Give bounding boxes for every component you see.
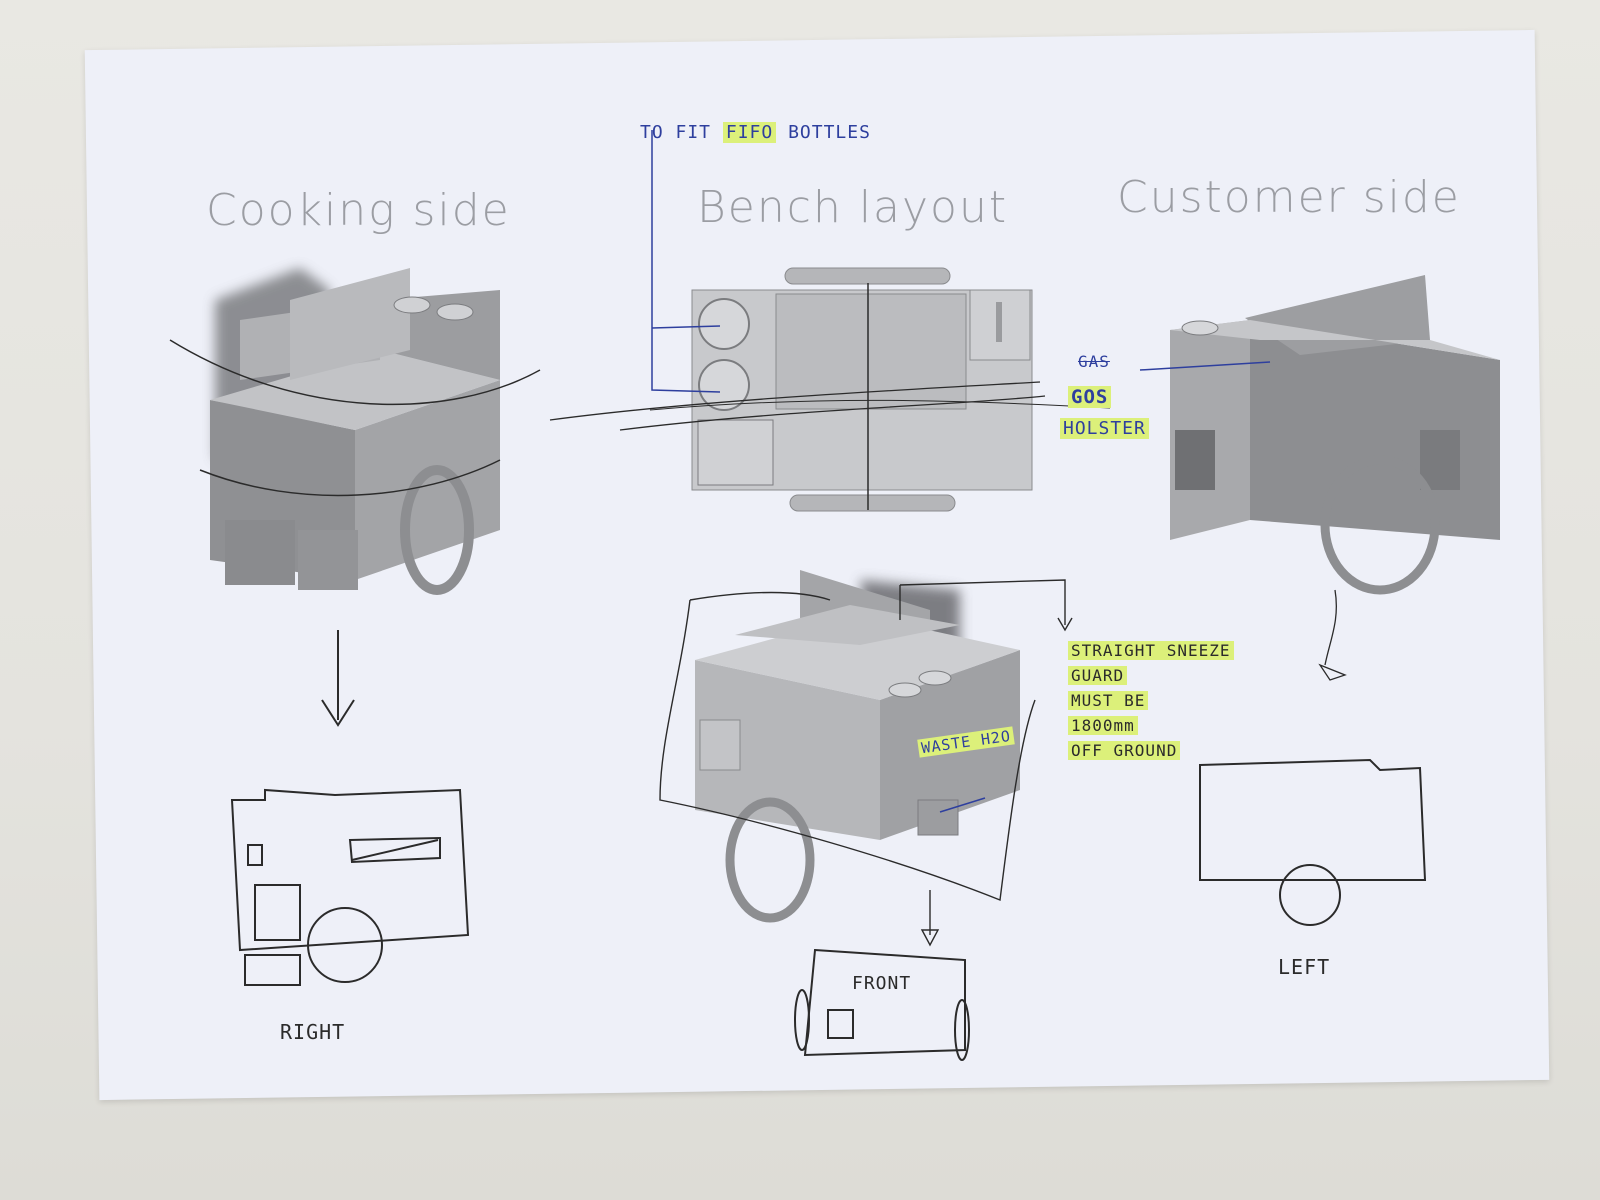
annotation-sneeze-guard: STRAIGHT SNEEZE GUARD MUST BE 1800mm OFF… [1068,638,1234,763]
sneeze-guard-line-3: MUST BE [1068,691,1149,710]
fit-bottles-prefix: TO FIT [640,122,712,143]
title-customer-side: Customer side [1117,172,1461,223]
fit-bottles-suffix: BOTTLES [788,122,871,143]
front-view-sketch [794,948,970,1061]
label-front-view: FRONT [852,973,912,994]
label-right-view: RIGHT [280,1020,346,1044]
annotation-holster: HOLSTER [1060,418,1149,439]
title-bench-layout: Bench layout [697,182,1009,233]
customer-side-render [1139,275,1500,681]
right-view-sketch [230,630,470,986]
sneeze-guard-line-1: STRAIGHT SNEEZE [1068,641,1234,660]
sneeze-guard-line-2: GUARD [1068,666,1128,685]
sneeze-guard-line-5: OFF GROUND [1068,741,1181,760]
bench-layout-render [549,130,1111,512]
front-perspective-render [659,570,1073,947]
cooking-side-render [169,268,541,595]
title-cooking-side: Cooking side [206,185,511,236]
left-view-sketch [1199,758,1427,926]
annotation-fit-bottles: TO FIT FIFO BOTTLES [640,122,871,143]
label-left-view: LEFT [1278,955,1331,979]
sneeze-guard-line-4: 1800mm [1068,716,1138,735]
fit-bottles-highlight: FIFO [722,122,777,143]
annotation-gas: GOS [1068,386,1112,408]
annotation-scribbled-out: GAS [1078,352,1110,371]
